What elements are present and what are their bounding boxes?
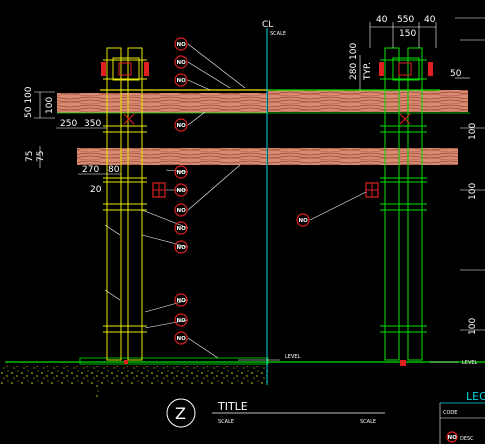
dim-left-100: 100 — [45, 97, 55, 114]
upper-beam-left — [57, 93, 267, 113]
lower-beam-right — [268, 148, 458, 165]
svg-text:NO: NO — [177, 318, 187, 324]
dim-typ: TYP. — [363, 62, 373, 81]
title-symbol: Z — [175, 404, 186, 423]
svg-text:NO: NO — [448, 435, 458, 441]
dim-top-40-right: 40 — [424, 15, 436, 25]
svg-text:NO: NO — [177, 336, 187, 342]
legend-title: LEG — [466, 390, 485, 403]
svg-text:NO: NO — [177, 78, 187, 84]
svg-text:NO: NO — [177, 245, 187, 251]
level-label-right: LEVEL — [462, 360, 478, 366]
dim-right-100-b: 100 — [468, 183, 478, 200]
note-tag-11 — [174, 313, 188, 327]
dim-250: 250 — [60, 119, 77, 129]
note-tag-9 — [174, 240, 188, 254]
dim-80: 80 — [108, 165, 120, 175]
svg-text:NO: NO — [177, 123, 187, 129]
svg-text:NO: NO — [177, 188, 187, 194]
svg-text:NO: NO — [177, 208, 187, 214]
dim-left-75b: 75 — [36, 151, 46, 162]
note-tag-12 — [174, 331, 188, 345]
note-tag-13 — [296, 213, 310, 227]
note-tag-10 — [174, 293, 188, 307]
svg-text:NO: NO — [177, 170, 187, 176]
left-post-cross — [123, 113, 135, 125]
dim-280-100: 280 100 — [349, 43, 359, 80]
foundation-left — [79, 357, 269, 365]
centerline-label: CL — [262, 20, 273, 30]
ground-gravel — [0, 366, 268, 384]
note-tag-6 — [174, 183, 188, 197]
title-scale-left: SCALE — [218, 419, 234, 425]
title-symbol-circle — [166, 398, 196, 428]
legend-tag — [446, 431, 458, 443]
dim-350: 350 — [84, 119, 101, 129]
note-tag-2 — [174, 55, 188, 69]
centerline-scale: SCALE — [270, 31, 286, 37]
dim-right-100-a: 100 — [468, 123, 478, 140]
note-tag-5 — [174, 165, 188, 179]
dim-top-550: 550 — [397, 15, 414, 25]
dim-20: 20 — [90, 185, 102, 195]
title-scale-right: SCALE — [360, 419, 376, 425]
svg-text:NO: NO — [299, 218, 309, 224]
svg-text:NO: NO — [177, 42, 187, 48]
legend-desc-label: DESC — [460, 436, 474, 442]
dim-top-150: 150 — [399, 29, 416, 39]
note-tag-1 — [174, 37, 188, 51]
note-tag-labels: NO NO NO NO NO NO NO NO NO NO NO NO NO N… — [177, 42, 458, 441]
note-tag-3 — [174, 73, 188, 87]
svg-text:NO: NO — [177, 298, 187, 304]
ground-gravel-step — [80, 366, 100, 400]
lower-beam-left — [77, 148, 267, 165]
note-tag-8 — [174, 221, 188, 235]
level-label-left: LEVEL — [285, 354, 301, 360]
left-post-group — [103, 47, 147, 361]
right-post-group — [380, 47, 427, 361]
dim-50: 50 — [450, 69, 462, 79]
dim-top-40-left: 40 — [376, 15, 388, 25]
dim-270: 270 — [82, 165, 99, 175]
svg-text:NO: NO — [177, 60, 187, 66]
note-tag-7 — [174, 203, 188, 217]
legend-code-label: CODE — [443, 410, 457, 416]
svg-text:NO: NO — [177, 226, 187, 232]
dim-left-50-100: 50 100 — [24, 86, 34, 118]
note-tag-4 — [174, 118, 188, 132]
drawing-title: TITLE — [217, 400, 248, 413]
dim-left-75: 75 — [25, 151, 35, 162]
dim-right-100-c: 100 — [468, 318, 478, 335]
upper-beam-right — [268, 90, 468, 112]
